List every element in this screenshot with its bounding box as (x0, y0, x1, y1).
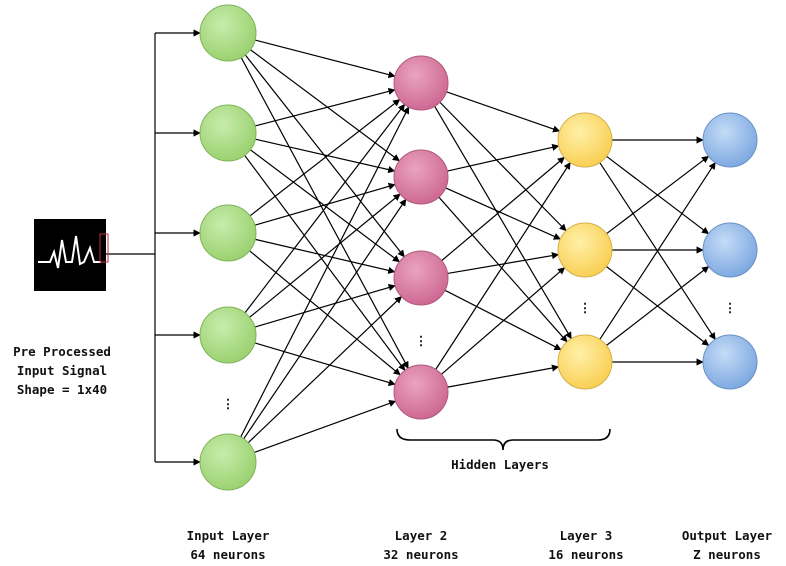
input-signal-line-3: Shape = 1x40 (16, 382, 108, 397)
connection-arrow (606, 155, 710, 235)
layer3-neuron (557, 112, 613, 168)
connection-arrow (441, 267, 566, 375)
connection-arrow (441, 156, 565, 262)
connection-arrow (249, 250, 401, 376)
connection-arrow (447, 252, 560, 275)
connection-arrow (447, 143, 560, 172)
connection-arrow (244, 103, 406, 314)
ecg-signal-icon (34, 219, 109, 291)
input-signal-label: Pre Processed Input Signal Shape = 1x40 (0, 342, 124, 399)
input-neuron (199, 306, 257, 364)
connection-arrow (446, 91, 561, 133)
output-neuron (702, 222, 758, 278)
connection-arrow (254, 284, 396, 328)
layer3-title: Layer 3 (559, 528, 613, 543)
connection-arrow (240, 106, 410, 438)
layer3-ellipsis: ⋮ (579, 300, 592, 315)
connection-arrow (244, 155, 406, 371)
neurons (199, 4, 758, 491)
connection-arrow (599, 162, 716, 340)
layer2-ellipsis: ⋮ (415, 333, 428, 348)
input-feed-lines (106, 29, 201, 466)
input-signal-line-2: Input Signal (16, 363, 108, 378)
layer2-neuron (393, 149, 449, 205)
connection-arrow (447, 364, 560, 388)
connection-arrow (255, 138, 396, 174)
output-neuron (702, 334, 758, 390)
input-layer-ellipsis: ⋮ (222, 396, 235, 411)
connection-arrow (434, 105, 572, 340)
output-layer-title: Output Layer (681, 528, 773, 543)
connection-arrow (606, 266, 710, 346)
layer2-title: Layer 2 (394, 528, 448, 543)
connection-arrow (254, 400, 397, 454)
output-neuron (702, 112, 758, 168)
output-layer-ellipsis: ⋮ (724, 300, 737, 315)
connection-arrow (254, 87, 396, 127)
layer3-label: Layer 3 16 neurons (524, 526, 648, 564)
output-layer-subtitle: Z neurons (693, 547, 761, 562)
connection-arrow (249, 99, 401, 217)
connection-arrow (247, 296, 402, 444)
connections (240, 39, 716, 454)
layer3-neuron (557, 222, 613, 278)
connection-arrow (439, 101, 567, 232)
layer3-subtitle: 16 neurons (548, 547, 624, 562)
hidden-layers-label: Hidden Layers (451, 457, 549, 472)
input-layer-subtitle: 64 neurons (190, 547, 266, 562)
layer2-neuron (393, 55, 449, 111)
connection-arrow (250, 149, 400, 263)
connection-arrow (444, 289, 562, 351)
input-neuron (199, 204, 257, 262)
connection-arrow (254, 342, 396, 386)
input-neuron (199, 104, 257, 162)
connection-arrow (250, 49, 400, 162)
input-neuron (199, 4, 257, 62)
input-layer-label: Input Layer 64 neurons (160, 526, 296, 564)
connection-arrow (244, 54, 405, 258)
layer2-neuron (393, 364, 449, 420)
connection-arrow (249, 193, 401, 318)
input-neuron (199, 433, 257, 491)
connection-arrow (438, 196, 568, 343)
connection-arrow (254, 182, 396, 226)
hidden-layers-brace (396, 428, 611, 451)
input-layer-title: Input Layer (186, 528, 270, 543)
layer2-subtitle: 32 neurons (383, 547, 459, 562)
layer3-neuron (557, 334, 613, 390)
connection-arrow (240, 57, 409, 369)
layer2-neuron (393, 250, 449, 306)
output-layer-label: Output Layer Z neurons (668, 526, 786, 564)
connection-arrow (435, 162, 571, 370)
connection-arrow (445, 187, 561, 240)
connection-arrow (243, 198, 407, 440)
input-signal-line-1: Pre Processed (13, 344, 111, 359)
layer2-label: Layer 2 32 neurons (356, 526, 486, 564)
connection-arrow (254, 39, 396, 79)
